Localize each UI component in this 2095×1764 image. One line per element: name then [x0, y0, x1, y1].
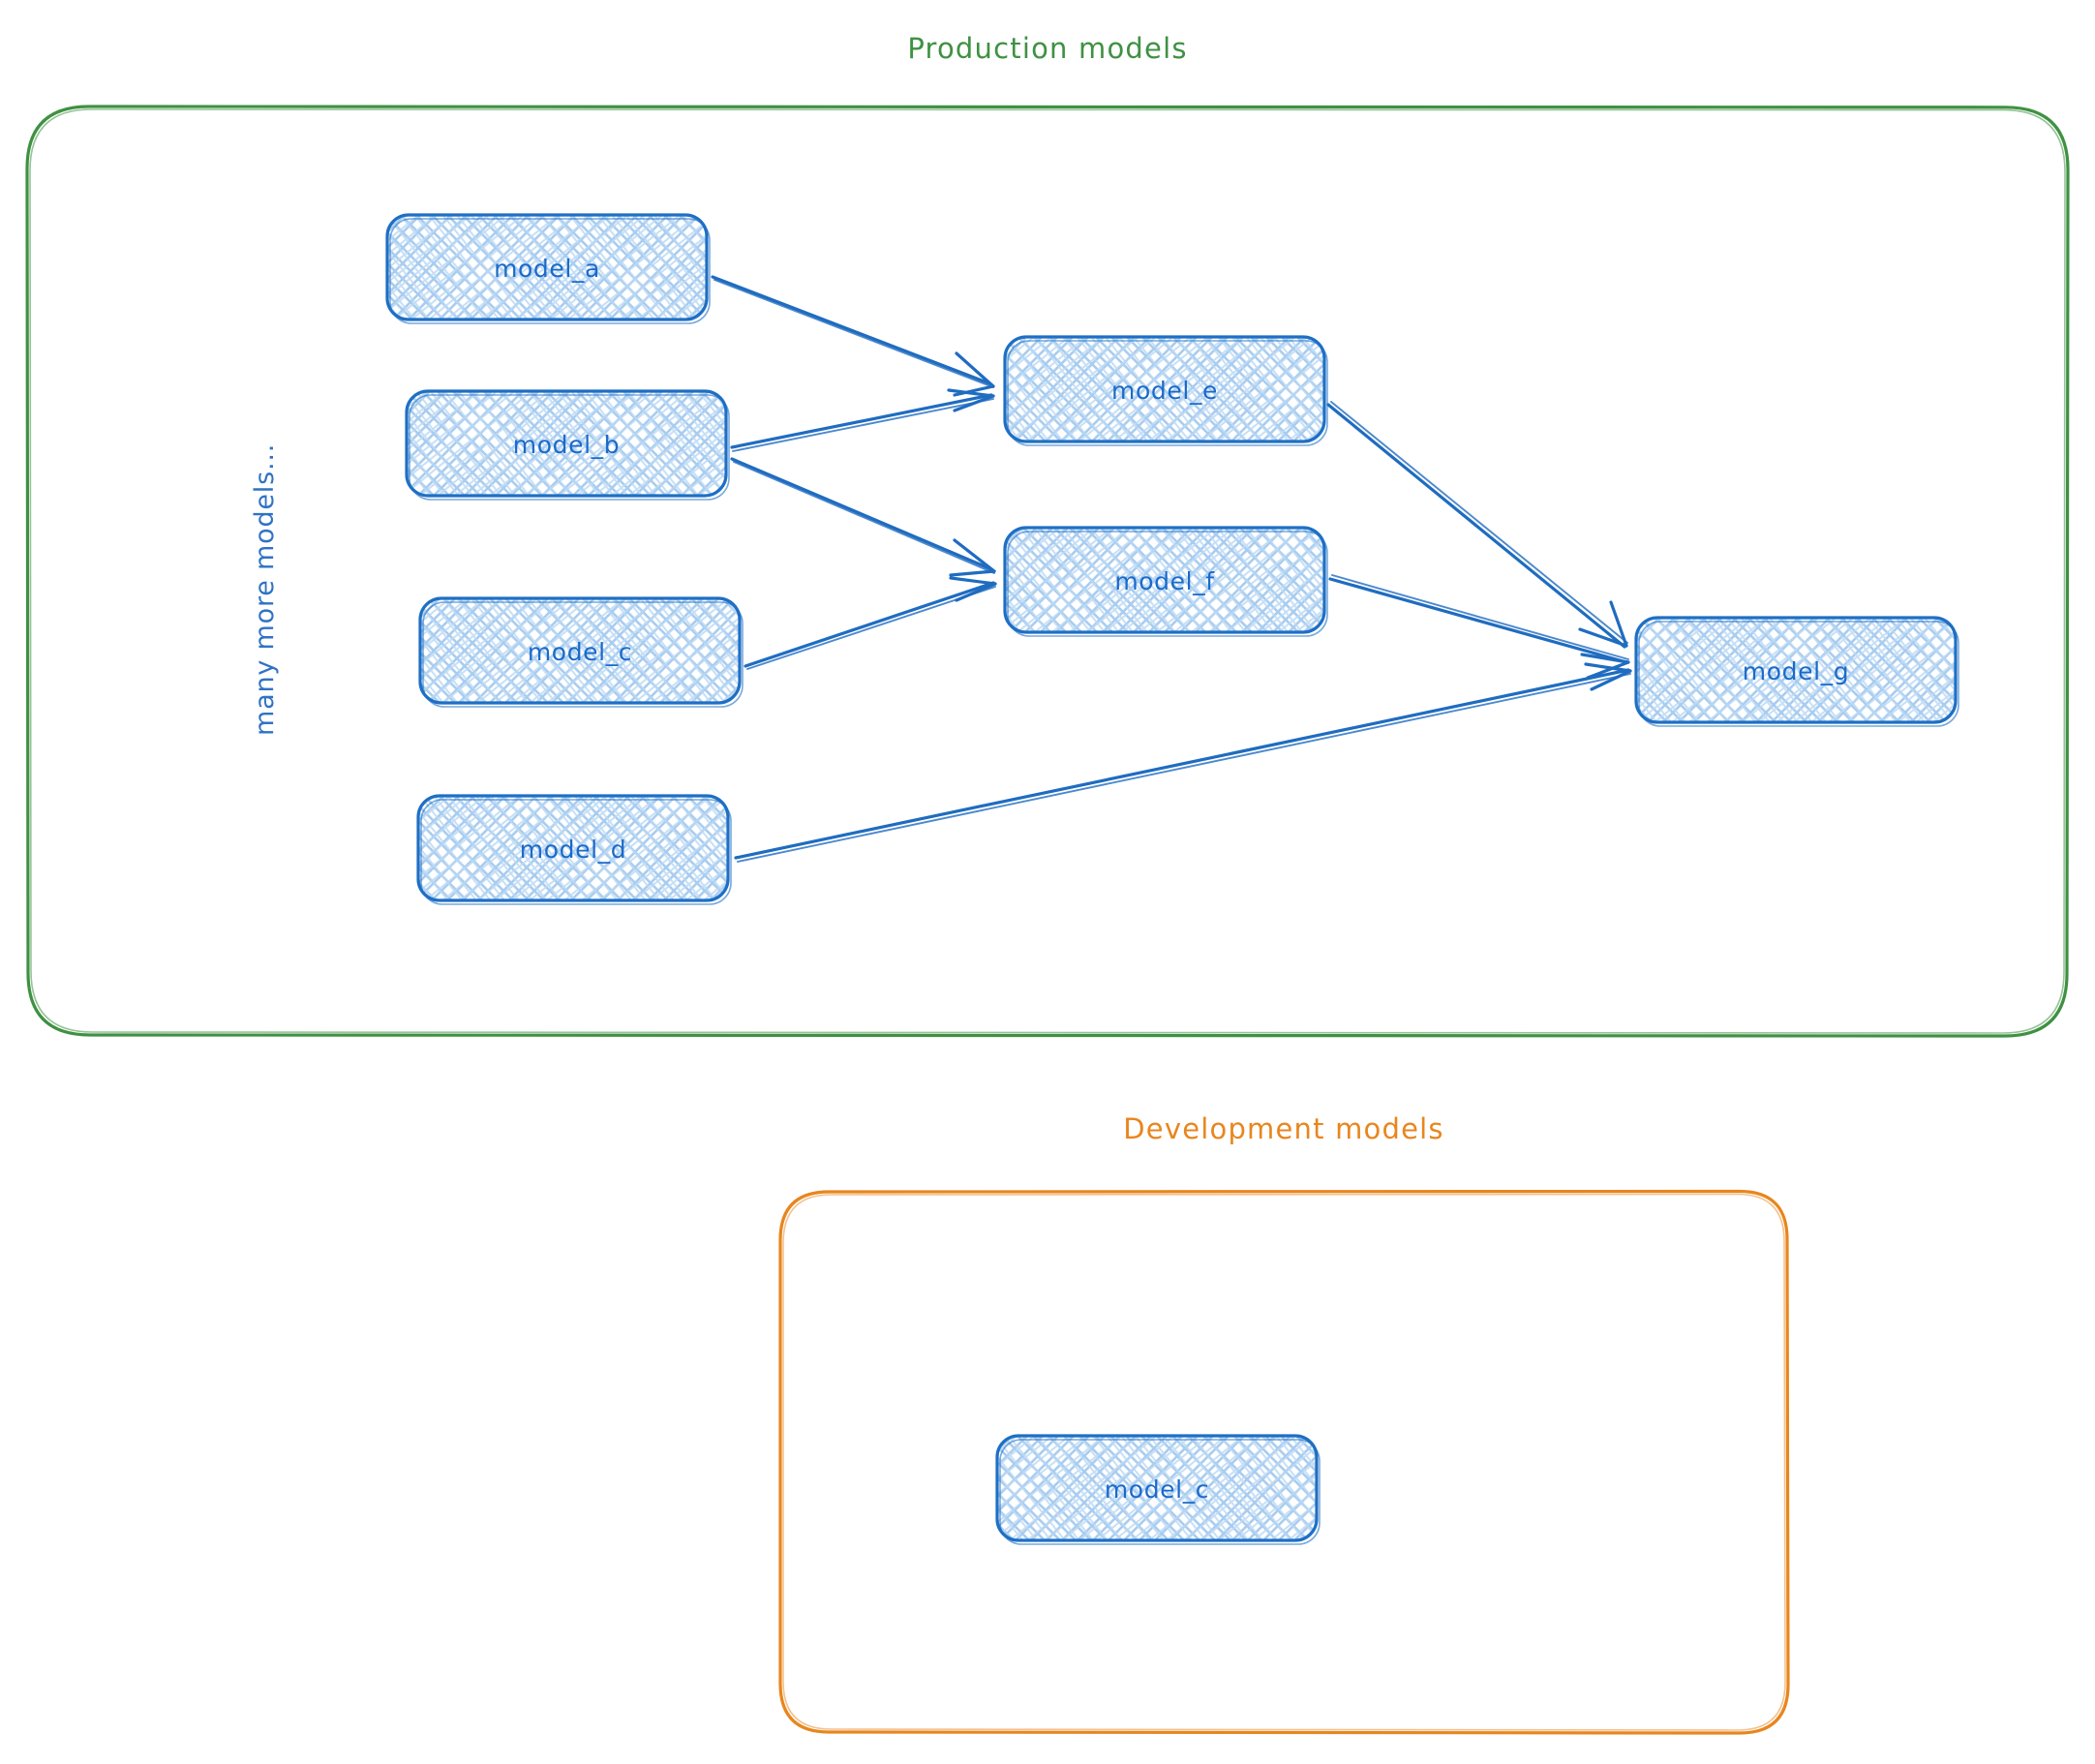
node-model-d[interactable] [416, 794, 732, 905]
node-model-f[interactable] [1003, 526, 1328, 637]
edge-model-d-to-model-g [734, 662, 1632, 863]
node-model-c[interactable] [418, 596, 744, 708]
edge-model-b-to-model-e [730, 388, 995, 452]
group-title-development: Development models [1123, 1112, 1444, 1145]
edge-model-a-to-model-e [711, 275, 995, 397]
node-model-a[interactable] [385, 213, 711, 324]
group-production-border [25, 105, 2070, 1038]
edge-model-e-to-model-g [1326, 401, 1628, 649]
nodes-layer [385, 213, 1959, 1545]
edge-model-c-to-model-f [744, 576, 997, 670]
node-model-b[interactable] [405, 389, 730, 501]
node-model-g[interactable] [1634, 616, 1959, 727]
node-model-c-dev[interactable] [995, 1434, 1321, 1545]
edge-model-b-to-model-f [730, 457, 996, 577]
edge-model-f-to-model-g [1328, 574, 1630, 680]
node-model-e[interactable] [1003, 335, 1328, 446]
side-label-many-more-models: many more models... [250, 442, 280, 736]
group-title-production: Production models [907, 32, 1188, 65]
edges-layer [711, 275, 1632, 863]
group-development-border [778, 1189, 1790, 1735]
